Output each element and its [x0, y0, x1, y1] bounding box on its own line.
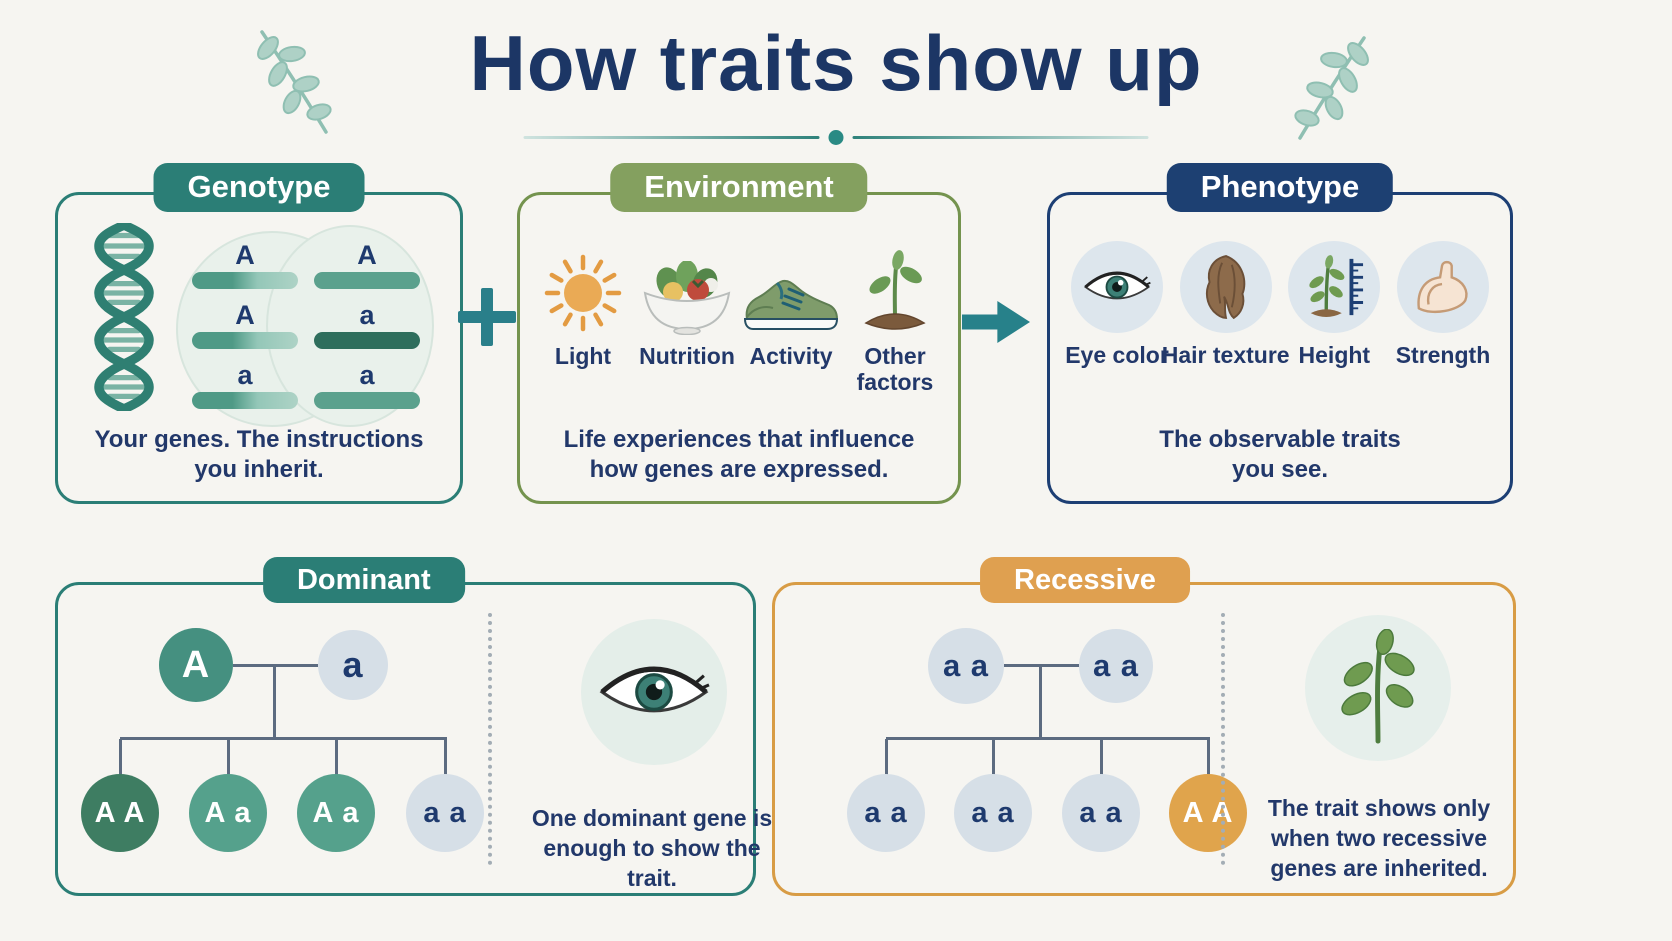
- genotype-header: Genotype: [153, 163, 365, 212]
- child-genotype: A A: [81, 774, 159, 852]
- salad-bowl-icon: [643, 261, 731, 335]
- factor-label: Activity: [749, 343, 833, 369]
- connector-line: [885, 739, 888, 775]
- eye-illustration: [581, 619, 727, 765]
- arm-muscle-icon: [1417, 260, 1468, 313]
- connector-line: [1100, 739, 1103, 775]
- child-genotype: A A: [1169, 774, 1247, 852]
- phenotype-description: The observable traits you see.: [1159, 426, 1401, 483]
- trait-label: Strength: [1395, 342, 1491, 368]
- factor-label: Light: [554, 343, 612, 369]
- phenotype-trait: Eye color: [1064, 241, 1170, 369]
- allele-label: A: [235, 240, 255, 271]
- dotted-divider: [488, 613, 492, 865]
- environment-panel: Environment: [517, 163, 961, 504]
- phenotype-trait: Height: [1281, 241, 1387, 369]
- gene-bar: [192, 331, 298, 349]
- phenotype-trait: Hair texture: [1162, 241, 1290, 369]
- hair-icon: [1205, 255, 1245, 320]
- environment-header: Environment: [610, 163, 868, 212]
- dotted-divider: [1221, 613, 1225, 865]
- connector-line: [992, 739, 995, 775]
- connector-line: [227, 739, 230, 775]
- phenotype-trait: Strength: [1390, 241, 1496, 369]
- gene-bar: [314, 391, 420, 409]
- arrow-right-icon: [962, 301, 1030, 343]
- genotype-panel: Genotype A A A a: [55, 163, 463, 504]
- cell-illustration: A A A a a a: [176, 225, 434, 427]
- phenotype-panel: Phenotype Eye color: [1047, 163, 1513, 504]
- connector-line: [1039, 665, 1042, 738]
- leaf-branch-icon: [1294, 36, 1369, 140]
- allele-label: a: [237, 360, 253, 391]
- dominant-header: Dominant: [262, 557, 465, 604]
- factor-label: Other factors: [856, 343, 934, 395]
- child-genotype: a a: [954, 774, 1032, 852]
- allele-row: A a: [192, 300, 420, 349]
- eye-icon: [1083, 271, 1151, 300]
- sun-icon: [544, 254, 622, 332]
- child-genotype: A a: [189, 774, 267, 852]
- gene-bar: [314, 331, 420, 349]
- dominant-description: One dominant gene is enough to show the …: [531, 805, 773, 891]
- recessive-description: The trait shows only when two recessive …: [1267, 795, 1491, 881]
- connector-line: [1207, 739, 1210, 775]
- allele-label: a: [359, 300, 375, 331]
- connector-line: [335, 739, 338, 775]
- parent-allele: a: [318, 630, 388, 700]
- plant-branch-icon: [1341, 629, 1415, 744]
- parent-allele: a a: [1079, 629, 1153, 703]
- parent-allele: a a: [928, 628, 1004, 704]
- connector-line: [886, 737, 1210, 740]
- trait-label: Hair texture: [1161, 342, 1290, 368]
- gene-bar: [192, 391, 298, 409]
- seedling-icon: [864, 250, 926, 330]
- plant-illustration: [1305, 615, 1451, 761]
- dominant-panel: Dominant A a A A A a A a a a One d: [55, 557, 772, 896]
- divider-dot-icon: [828, 130, 844, 145]
- sneaker-icon: [743, 279, 839, 330]
- gene-bar: [192, 271, 298, 289]
- recessive-header: Recessive: [980, 557, 1190, 604]
- child-genotype: a a: [847, 774, 925, 852]
- plus-icon: [458, 288, 516, 346]
- parent-allele: A: [159, 628, 233, 702]
- trait-label: Eye color: [1065, 342, 1169, 368]
- gene-bar: [314, 271, 420, 289]
- environment-factor: Light: [532, 241, 634, 396]
- allele-row: a a: [192, 360, 420, 409]
- environment-factor: Activity: [740, 241, 842, 396]
- connector-line: [119, 739, 122, 775]
- dna-helix-icon: [94, 223, 154, 411]
- plant-ruler-icon: [1309, 255, 1364, 318]
- connector-line: [273, 665, 276, 738]
- phenotype-header: Phenotype: [1166, 163, 1394, 212]
- title-divider: [523, 130, 1149, 145]
- child-genotype: a a: [1062, 774, 1140, 852]
- child-genotype: A a: [297, 774, 375, 852]
- child-genotype: a a: [406, 774, 484, 852]
- environment-description: Life experiences that influence how gene…: [563, 426, 915, 483]
- trait-label: Height: [1298, 342, 1371, 368]
- connector-line: [444, 739, 447, 775]
- allele-label: a: [359, 360, 375, 391]
- genotype-description: Your genes. The instructions you inherit…: [94, 426, 424, 483]
- environment-factor: Other factors: [844, 241, 946, 396]
- factor-label: Nutrition: [639, 343, 735, 369]
- allele-label: A: [357, 240, 377, 271]
- connector-line: [120, 737, 447, 740]
- allele-row: A A: [192, 240, 420, 289]
- leaf-branch-icon: [257, 30, 332, 134]
- page-title: How traits show up: [469, 19, 1203, 107]
- environment-factor: Nutrition: [636, 241, 738, 396]
- recessive-panel: Recessive a a a a a a a a a a A A: [772, 557, 1516, 896]
- allele-label: A: [235, 300, 255, 331]
- eye-icon: [599, 666, 710, 713]
